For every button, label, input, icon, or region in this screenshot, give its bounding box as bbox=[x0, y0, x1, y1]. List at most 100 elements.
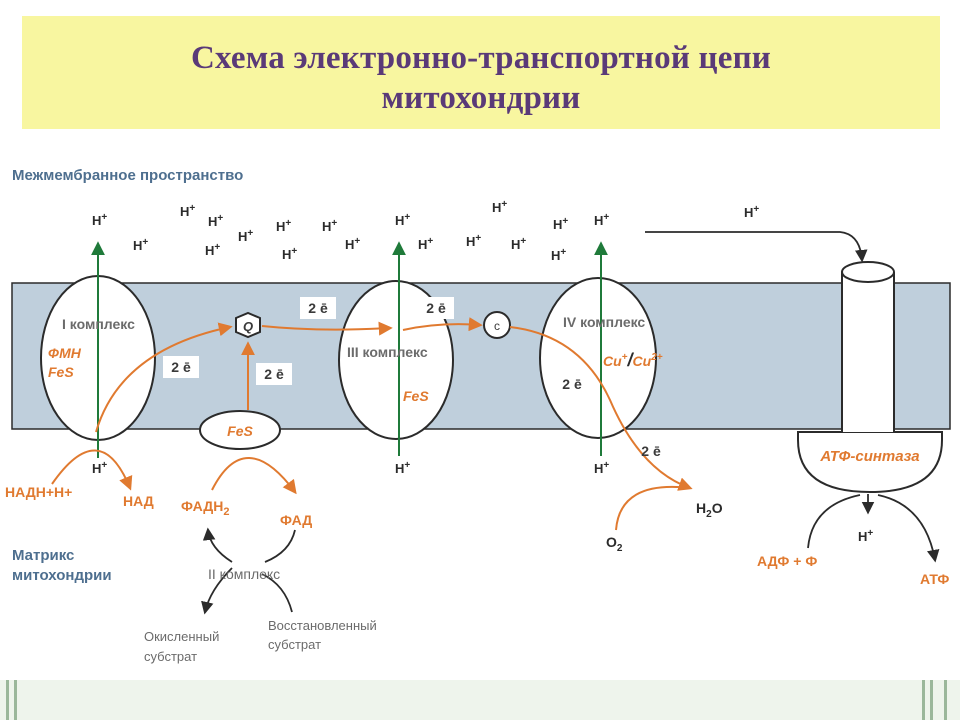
adp-label: АДФ + Ф bbox=[757, 553, 817, 569]
two-e-box-4 bbox=[418, 297, 454, 319]
bottom-decor-line bbox=[930, 680, 933, 720]
proton-symbol: H bbox=[553, 217, 562, 232]
complex-3-fes: FeS bbox=[403, 388, 429, 404]
proton-label: H+ bbox=[466, 233, 481, 249]
proton-symbol: H bbox=[208, 214, 217, 229]
oxidized-substrate-line1: Окисленный bbox=[144, 629, 219, 644]
oxidized-substrate-line2: субстрат bbox=[144, 649, 197, 664]
proton-label: H+ bbox=[594, 212, 609, 228]
proton-symbol: H bbox=[180, 204, 189, 219]
o2-sub: 2 bbox=[617, 543, 623, 554]
atp-synthase-label: АТФ-синтаза bbox=[819, 448, 919, 465]
proton-charge: + bbox=[291, 246, 297, 257]
title-line-1: Схема электронно-транспортной цепи bbox=[190, 40, 771, 76]
proton-charge: + bbox=[560, 247, 566, 258]
proton-label: H+ bbox=[551, 247, 566, 263]
bottom-decor-line bbox=[14, 680, 17, 720]
atp-synthase-channel-top bbox=[841, 261, 895, 283]
proton-label: H+ bbox=[418, 236, 433, 252]
proton-symbol: H bbox=[345, 237, 354, 252]
proton-label: H+ bbox=[180, 203, 195, 219]
proton-symbol: H bbox=[744, 205, 753, 220]
atp-label: АТФ bbox=[920, 571, 949, 587]
bottom-decor-line bbox=[922, 680, 925, 720]
electron-path-c-to-h2o bbox=[509, 326, 693, 491]
proton-symbol: H bbox=[594, 461, 603, 476]
proton-charge: + bbox=[520, 236, 526, 247]
proton-charge: + bbox=[501, 199, 507, 210]
o2-label: O2 bbox=[606, 534, 623, 554]
reduced-substrate-line1: Восстановленный bbox=[268, 618, 377, 633]
proton-symbol: H bbox=[511, 237, 520, 252]
electron-path-complex3-to-c bbox=[402, 317, 483, 332]
proton-charge: + bbox=[404, 212, 410, 223]
proton-label: H+ bbox=[208, 213, 223, 229]
proton-label: H+ bbox=[744, 204, 759, 220]
matrix-label-line2: митохондрии bbox=[12, 567, 112, 584]
fadh2-to-fad-arrow bbox=[211, 457, 297, 495]
proton-charge: + bbox=[214, 242, 220, 253]
proton-symbol: H bbox=[133, 238, 142, 253]
cu2-charge: 2+ bbox=[650, 352, 663, 363]
proton-label: H+ bbox=[345, 236, 360, 252]
bottom-decor-line bbox=[6, 680, 9, 720]
reduced-substrate-to-complex2-arrow bbox=[261, 573, 293, 613]
nadh-to-nad-arrow bbox=[51, 449, 133, 491]
h2o-label: H2O bbox=[696, 500, 723, 520]
cu1-charge: + bbox=[622, 352, 628, 363]
proton-charge: + bbox=[142, 237, 148, 248]
proton-symbol: H bbox=[282, 247, 291, 262]
ubiquinone-label: Q bbox=[243, 319, 253, 334]
two-e-label-3: 2 ē bbox=[308, 300, 328, 316]
proton-charge: + bbox=[603, 460, 609, 471]
cytochrome-c-label: c bbox=[494, 319, 500, 333]
reduced-substrate-line2: субстрат bbox=[268, 637, 321, 652]
atp-synthase-head bbox=[797, 431, 943, 494]
proton-symbol: H bbox=[238, 229, 247, 244]
proton-charge: + bbox=[217, 213, 223, 224]
complex-1-label: I комплекс bbox=[62, 316, 135, 332]
proton-symbol: H bbox=[92, 213, 101, 228]
cytochrome-c bbox=[483, 311, 511, 339]
complex-3-label: III комплекс bbox=[347, 344, 428, 360]
proton-charge: + bbox=[285, 218, 291, 229]
ubiquinone-q bbox=[235, 311, 261, 339]
fad-to-complex2-arrow bbox=[264, 529, 296, 563]
fadh2-label: ФАДН2 bbox=[181, 498, 229, 518]
proton-symbol: H bbox=[551, 248, 560, 263]
proton-label: H+ bbox=[395, 212, 410, 228]
two-e-label-5: 2 ē bbox=[562, 376, 582, 392]
fad-label: ФАД bbox=[280, 512, 312, 528]
proton-symbol: H bbox=[395, 213, 404, 228]
proton-label: H+ bbox=[282, 246, 297, 262]
atp-synthase-stalk-edges bbox=[841, 272, 895, 432]
proton-label: H+ bbox=[858, 528, 873, 544]
proton-label: H+ bbox=[553, 216, 568, 232]
fadh-main: ФАДН bbox=[181, 498, 223, 514]
complex-2-fes-label: FeS bbox=[227, 423, 253, 439]
nadh-label: НАДН+Н+ bbox=[5, 484, 72, 500]
intermembrane-space-label: Межмембранное пространство bbox=[12, 167, 243, 184]
proton-label: H+ bbox=[205, 242, 220, 258]
protons-intermembrane: H+H+H+H+H+H+H+H+H+H+H+H+H+H+H+H+H+H+H+ bbox=[92, 199, 759, 263]
proton-label: H+ bbox=[322, 218, 337, 234]
proton-symbol: H bbox=[205, 243, 214, 258]
cu1-label: Cu bbox=[603, 353, 622, 369]
two-e-label-1: 2 ē bbox=[171, 359, 191, 375]
electron-path-q-to-complex3 bbox=[261, 321, 393, 336]
proton-charge: + bbox=[354, 236, 360, 247]
cu-slash: / bbox=[627, 350, 635, 370]
proton-charge: + bbox=[404, 460, 410, 471]
proton-symbol: H bbox=[92, 461, 101, 476]
proton-label: H+ bbox=[395, 460, 410, 476]
proton-charge: + bbox=[331, 218, 337, 229]
proton-charge: + bbox=[603, 212, 609, 223]
proton-symbol: H bbox=[322, 219, 331, 234]
proton-label: H+ bbox=[594, 460, 609, 476]
complex-2-label: II комплекс bbox=[208, 566, 280, 582]
proton-charge: + bbox=[101, 212, 107, 223]
title-banner: Схема электронно-транспортной цепи митох… bbox=[22, 16, 940, 129]
bottom-decor-bar bbox=[0, 680, 960, 720]
complex-2-fes-oval bbox=[199, 410, 281, 450]
